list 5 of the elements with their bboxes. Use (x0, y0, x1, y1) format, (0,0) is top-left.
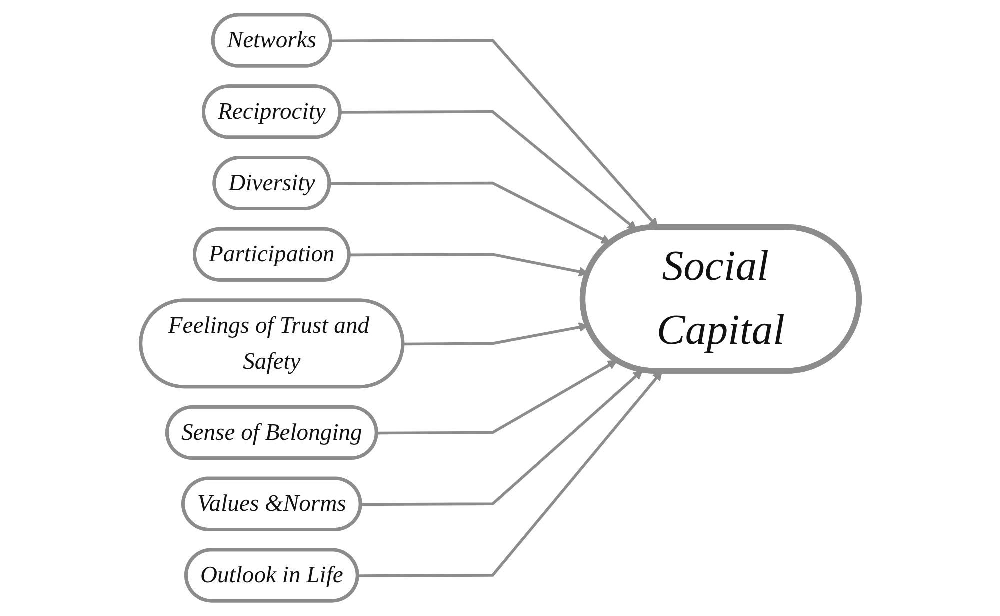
arrow (377, 360, 618, 435)
arrow (358, 371, 663, 578)
arrow (330, 182, 612, 244)
arrow (340, 110, 638, 231)
arrow (361, 370, 644, 506)
